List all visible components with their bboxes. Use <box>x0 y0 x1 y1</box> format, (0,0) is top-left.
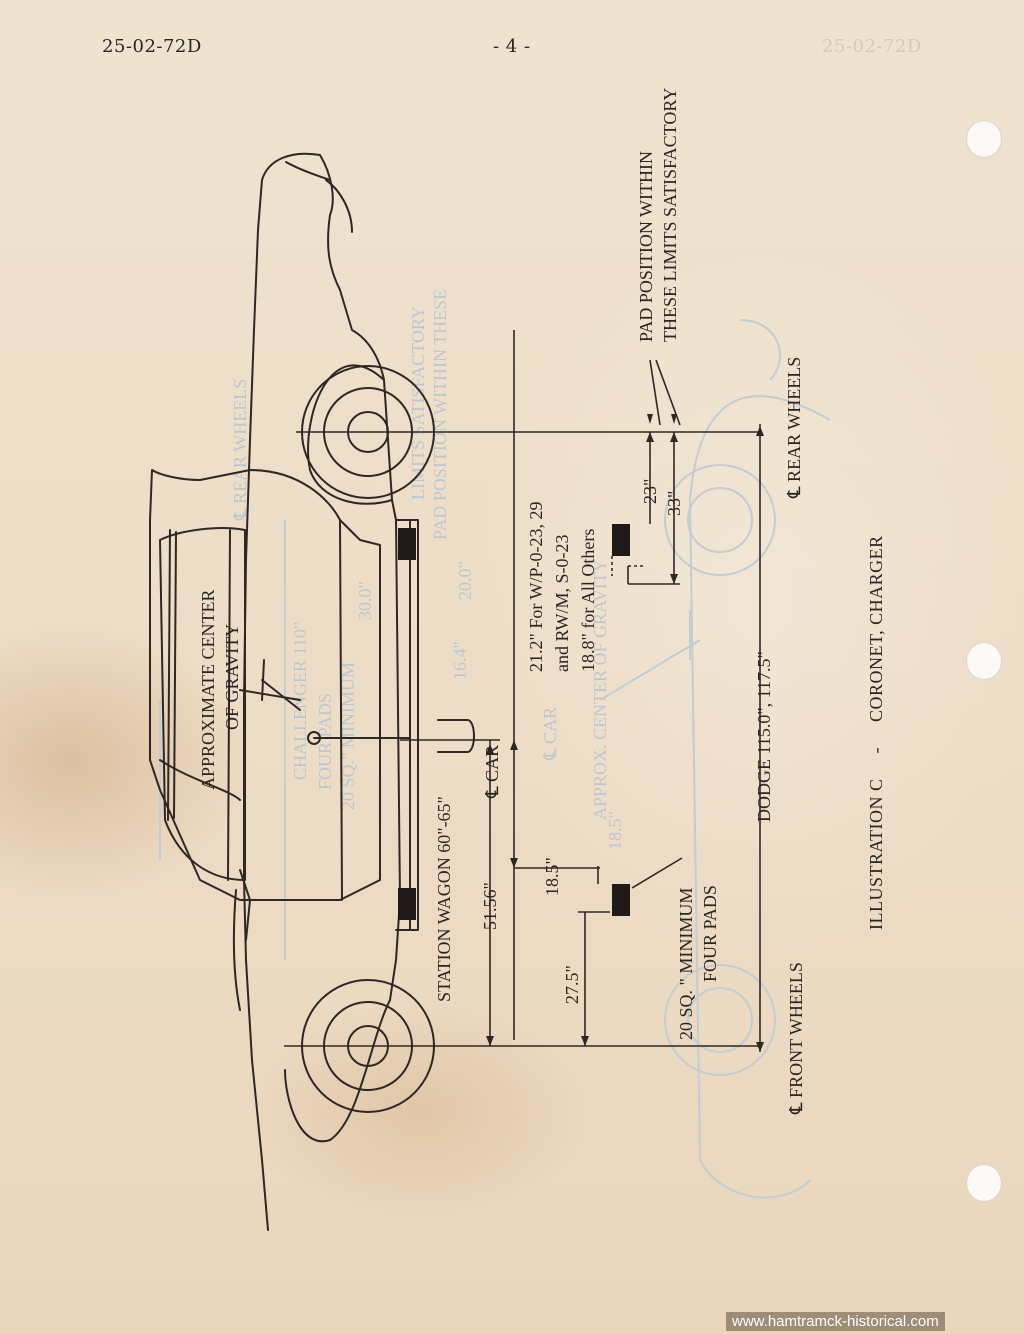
dimension-21-2-line2: and RW/M, S-0-23 <box>552 534 572 673</box>
pad-limit-line1: PAD POSITION WITHIN <box>636 150 656 342</box>
dimension-21-2-line1: 21.2" For W/P-0-23, 29 <box>526 501 546 672</box>
wheelbase-label: DODGE 115.0", 117.5" <box>754 651 774 822</box>
car-body-outline <box>243 152 385 1231</box>
front-lift-pad <box>398 888 416 920</box>
watermark: www.hamtramck-historical.com <box>726 1312 945 1331</box>
rear-wheels-centerline-label: ℄ REAR WHEELS <box>784 356 804 498</box>
cog-label-line1: APPROXIMATE CENTER <box>198 589 218 790</box>
dimension-18-8: 18.8" for All Others <box>578 528 598 672</box>
pad-spec-line2: FOUR PADS <box>700 885 720 982</box>
binder-hole <box>966 642 1002 680</box>
document-code: 25-02-72D <box>102 36 202 57</box>
illustration-caption: ILLUSTRATION C - CORONET, CHARGER <box>866 535 886 930</box>
bleed-through-code: 25-02-72D <box>822 36 922 57</box>
binder-hole <box>966 1164 1002 1202</box>
rear-lift-pad <box>398 528 416 560</box>
station-wagon-label: STATION WAGON 60"-65" <box>434 796 454 1002</box>
rear-pad-marker <box>612 524 630 556</box>
roof-outline <box>149 469 381 901</box>
car-centerline-label: ℄ CAR <box>482 744 502 798</box>
pad-limit-line2: THESE LIMITS SATISFACTORY <box>660 87 680 342</box>
dimension-23: 23" <box>640 478 660 504</box>
lift-pads <box>398 524 630 920</box>
cog-label-line2: OF GRAVITY <box>222 623 242 730</box>
dimension-18-5: 18.5" <box>542 857 562 896</box>
dimension-51-56: 51.56" <box>480 882 500 930</box>
front-pad-marker <box>612 884 630 916</box>
binder-hole <box>966 120 1002 158</box>
dimension-27-5: 27.5" <box>562 965 582 1004</box>
pad-spec-line1: 20 SQ. " MINIMUM <box>676 887 696 1040</box>
front-wheels-centerline-label: ℄ FRONT WHEELS <box>786 962 806 1114</box>
rocker-line <box>383 379 401 1001</box>
dimension-33: 33" <box>664 490 684 516</box>
page-number: - 4 - <box>493 36 531 57</box>
